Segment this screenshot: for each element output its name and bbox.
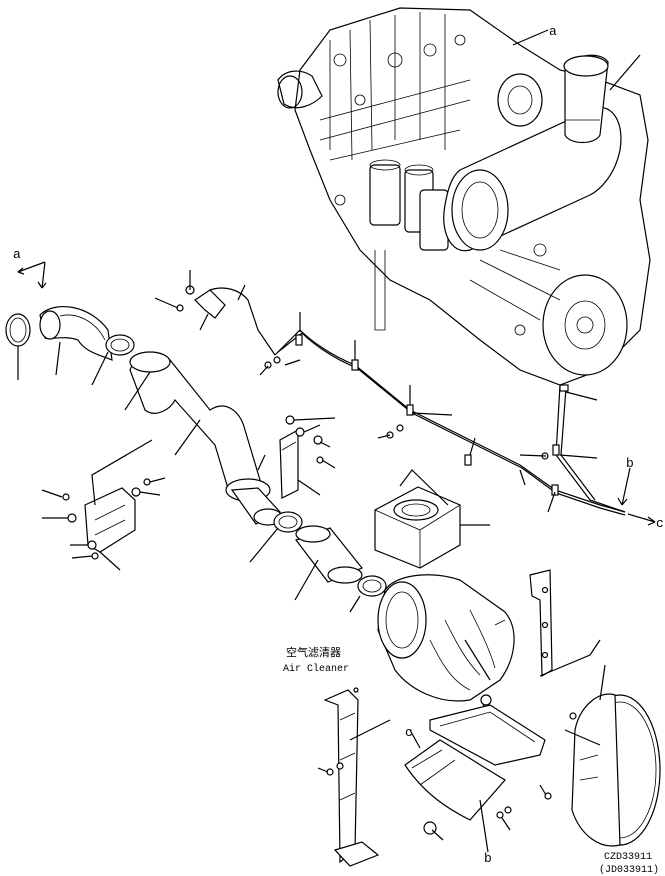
leader-a-top bbox=[512, 29, 549, 46]
callout-b-arrow bbox=[617, 467, 631, 506]
cover-plate bbox=[404, 704, 552, 853]
callout-a-arrows bbox=[17, 261, 46, 289]
band-clamp bbox=[564, 664, 661, 847]
upright-bracket-left bbox=[317, 687, 391, 867]
air-cleaner bbox=[377, 574, 515, 716]
callout-b-right: b bbox=[626, 456, 634, 471]
precleaner-cap bbox=[374, 469, 490, 569]
callout-a-top: a bbox=[549, 24, 557, 39]
leader-exhaust bbox=[609, 54, 641, 91]
center-bracket bbox=[279, 415, 336, 499]
callout-c-panel: c bbox=[405, 725, 413, 740]
upright-bracket-right bbox=[529, 569, 601, 678]
drawing-code-primary: CZD33911 bbox=[604, 852, 652, 863]
hose-clamp-1 bbox=[105, 334, 135, 356]
intake-hose-group bbox=[5, 261, 387, 613]
hose-clamp-3 bbox=[357, 575, 387, 597]
callout-c-right: c bbox=[656, 516, 664, 531]
callout-b-bottom: b bbox=[484, 851, 492, 866]
callout-a-left: a bbox=[13, 247, 21, 262]
hose-routing bbox=[259, 312, 626, 516]
left-bracket bbox=[41, 439, 166, 571]
clip-bracket bbox=[154, 270, 276, 356]
hose-clamp-2 bbox=[273, 511, 303, 533]
caption-en: Air Cleaner bbox=[283, 663, 349, 675]
caption-zh: 空气滤清器 bbox=[286, 645, 341, 659]
drawing-code-secondary: (JD033911) bbox=[599, 864, 659, 876]
engine-assembly bbox=[277, 7, 651, 386]
callout-c-arrow bbox=[627, 513, 656, 526]
